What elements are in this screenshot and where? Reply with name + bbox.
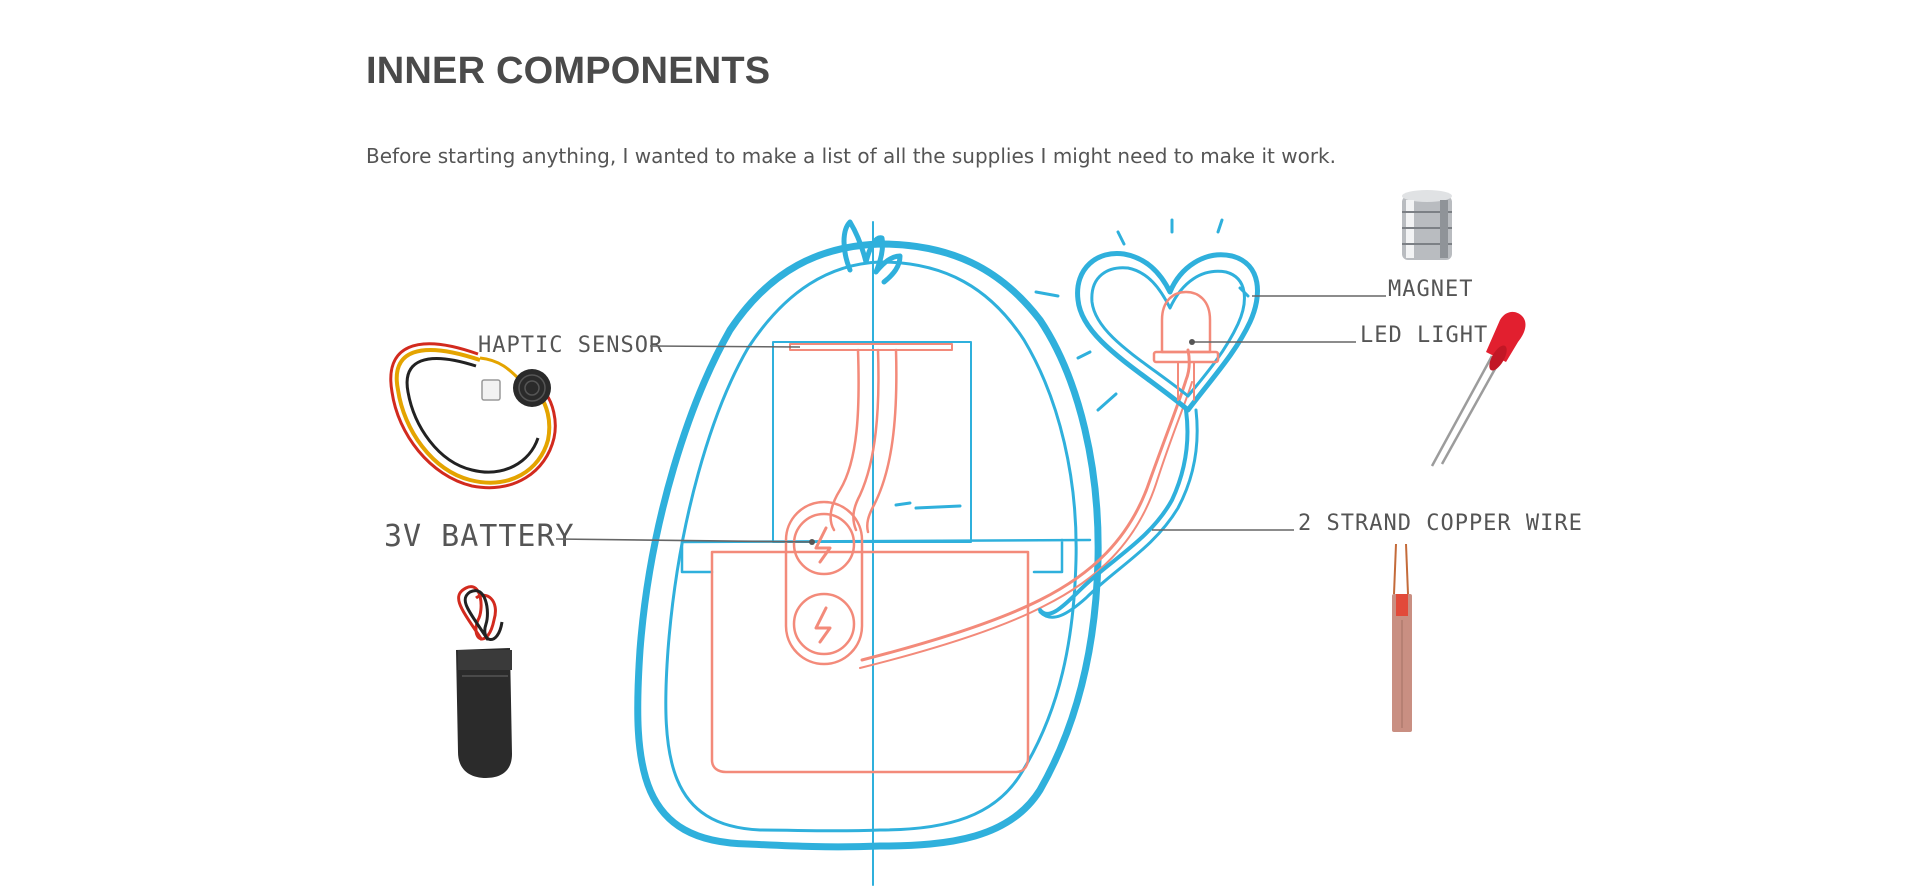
red-led-image (1430, 311, 1526, 467)
salmon-internals (710, 343, 1193, 774)
label-haptic-sensor: HAPTIC SENSOR (478, 333, 663, 358)
heart-led-sketch (1034, 218, 1260, 619)
copper-wire-image (1392, 543, 1412, 732)
intro-paragraph: Before starting anything, I wanted to ma… (366, 144, 1336, 168)
sketch-marks (894, 501, 962, 510)
battery-holder-image (456, 585, 512, 778)
egg-outline (634, 240, 1102, 851)
led-pin-dot (1189, 339, 1195, 345)
leader-3v-battery (555, 538, 813, 543)
leader-haptic-sensor (649, 345, 801, 348)
label-magnet: MAGNET (1388, 277, 1473, 302)
label-3v-battery: 3V BATTERY (384, 519, 575, 554)
egg-tuft-icon (841, 219, 903, 285)
section-title: INNER COMPONENTS (366, 50, 771, 92)
magnet-image (1402, 190, 1452, 260)
label-led-light: LED LIGHT (1360, 323, 1488, 348)
battery-pin-dot (809, 539, 815, 545)
label-copper-wire: 2 STRAND COPPER WIRE (1298, 511, 1583, 536)
haptic-sensor-image (389, 342, 557, 489)
